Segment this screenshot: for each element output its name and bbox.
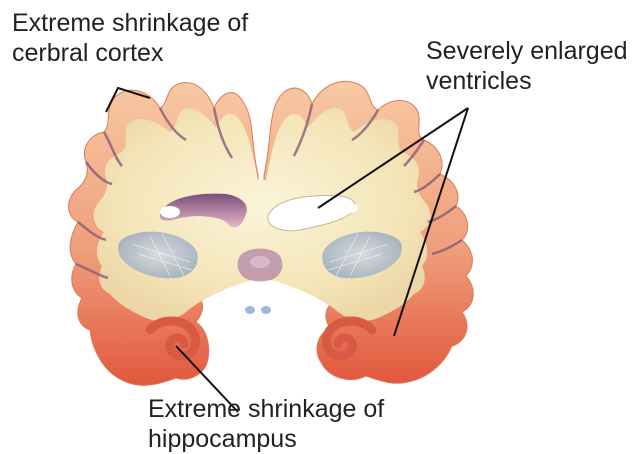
ventricles-label: Severely enlarged ventricles [426,36,628,96]
ventricles-label-line-2: ventricles [426,66,628,96]
blue-dot-2 [261,306,271,314]
blue-dot-1 [245,306,255,314]
cortex-label: Extreme shrinkage of cerbral cortex [12,8,248,68]
hippocampus-label-line-2: hippocampus [148,424,384,454]
cortex-label-line-2: cerbral cortex [12,38,248,68]
spot-left [214,296,226,304]
cortex-label-line-1: Extreme shrinkage of [12,8,248,38]
right-ventricle-highlight [342,203,358,213]
ventricles-label-line-1: Severely enlarged [426,36,628,66]
white-matter [94,108,431,321]
hippocampus-label: Extreme shrinkage of hippocampus [148,394,384,454]
spot-right [294,296,306,304]
third-ventricle-center [250,256,270,268]
left-ventricle-highlight [160,206,180,218]
hippocampus-label-line-1: Extreme shrinkage of [148,394,384,424]
